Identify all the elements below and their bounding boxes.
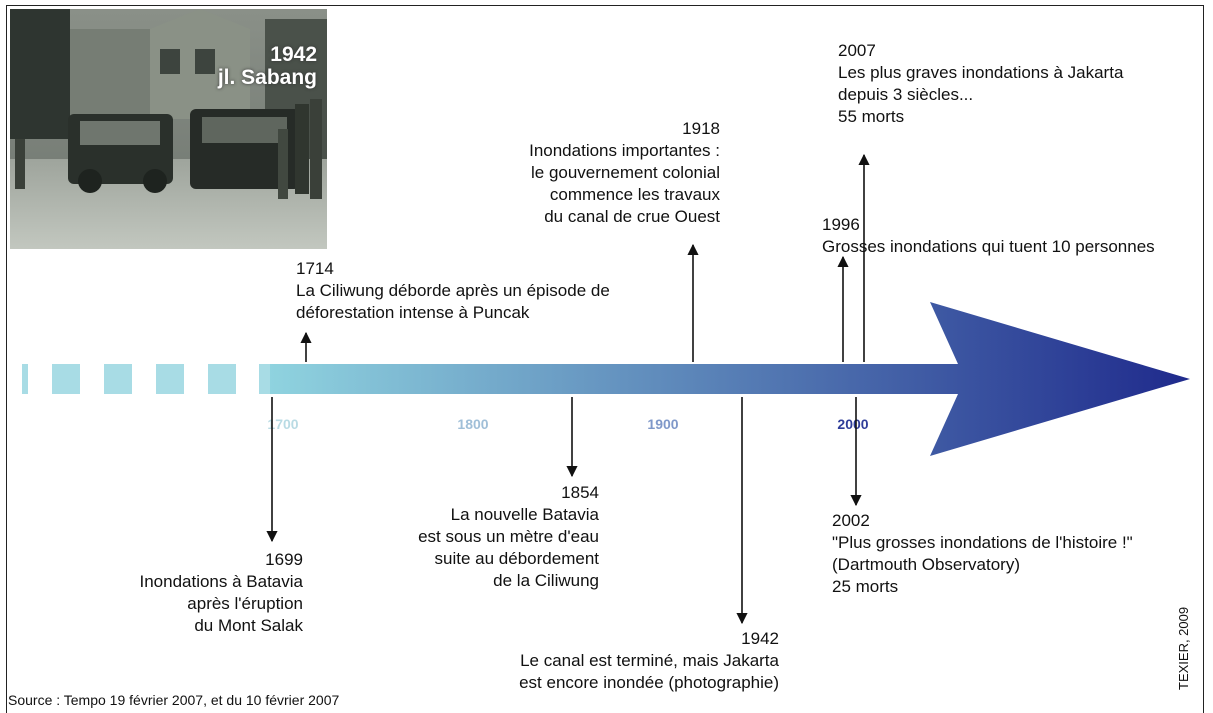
event-year: 1714 (296, 259, 334, 278)
tick-label-1700: 1700 (267, 416, 298, 432)
event-1699: 1699 Inondations à Batavia après l'érupt… (90, 549, 303, 637)
event-text: Les plus graves inondations à Jakarta de… (838, 63, 1124, 126)
tick-label-1900: 1900 (647, 416, 678, 432)
event-year: 2002 (832, 511, 870, 530)
tick-label-1800: 1800 (457, 416, 488, 432)
author-credit: TEXIER, 2009 (1176, 606, 1191, 690)
event-year: 1942 (741, 629, 779, 648)
event-1996: 1996 Grosses inondations qui tuent 10 pe… (822, 214, 1155, 258)
tick-label-2000: 2000 (837, 416, 868, 432)
event-year: 1699 (265, 550, 303, 569)
event-1918: 1918 Inondations importantes : le gouver… (480, 118, 720, 228)
event-1942: 1942 Le canal est terminé, mais Jakarta … (455, 628, 779, 694)
event-1714: 1714 La Ciliwung déborde après un épisod… (296, 258, 610, 324)
event-year: 1918 (682, 119, 720, 138)
event-text: Grosses inondations qui tuent 10 personn… (822, 237, 1155, 256)
event-text: Inondations à Batavia après l'éruption d… (139, 572, 303, 635)
event-2002: 2002 "Plus grosses inondations de l'hist… (832, 510, 1133, 598)
event-text: Inondations importantes : le gouvernemen… (529, 141, 720, 226)
event-1854: 1854 La nouvelle Batavia est sous un mèt… (380, 482, 599, 592)
event-text: "Plus grosses inondations de l'histoire … (832, 533, 1133, 596)
source-note: Source : Tempo 19 février 2007, et du 10… (8, 692, 340, 708)
figure-frame (6, 5, 1204, 713)
event-connectors (266, 153, 870, 625)
flood-photo-1942: 1942 jl. Sabang (10, 9, 327, 249)
event-2007: 2007 Les plus graves inondations à Jakar… (838, 40, 1123, 128)
event-year: 1996 (822, 215, 860, 234)
event-text: La nouvelle Batavia est sous un mètre d'… (418, 505, 599, 590)
photo-caption-place: jl. Sabang (217, 66, 317, 89)
timeline-dashes (22, 364, 271, 394)
event-text: La Ciliwung déborde après un épisode de … (296, 281, 610, 322)
event-year: 2007 (838, 41, 876, 60)
timeline-arrow (270, 302, 1190, 456)
timeline-ticks: 1700 1800 1900 2000 (267, 416, 868, 432)
event-text: Le canal est terminé, mais Jakarta est e… (519, 651, 779, 692)
photo-caption-year: 1942 (270, 43, 317, 66)
flood-photo-image (10, 9, 327, 249)
event-year: 1854 (561, 483, 599, 502)
